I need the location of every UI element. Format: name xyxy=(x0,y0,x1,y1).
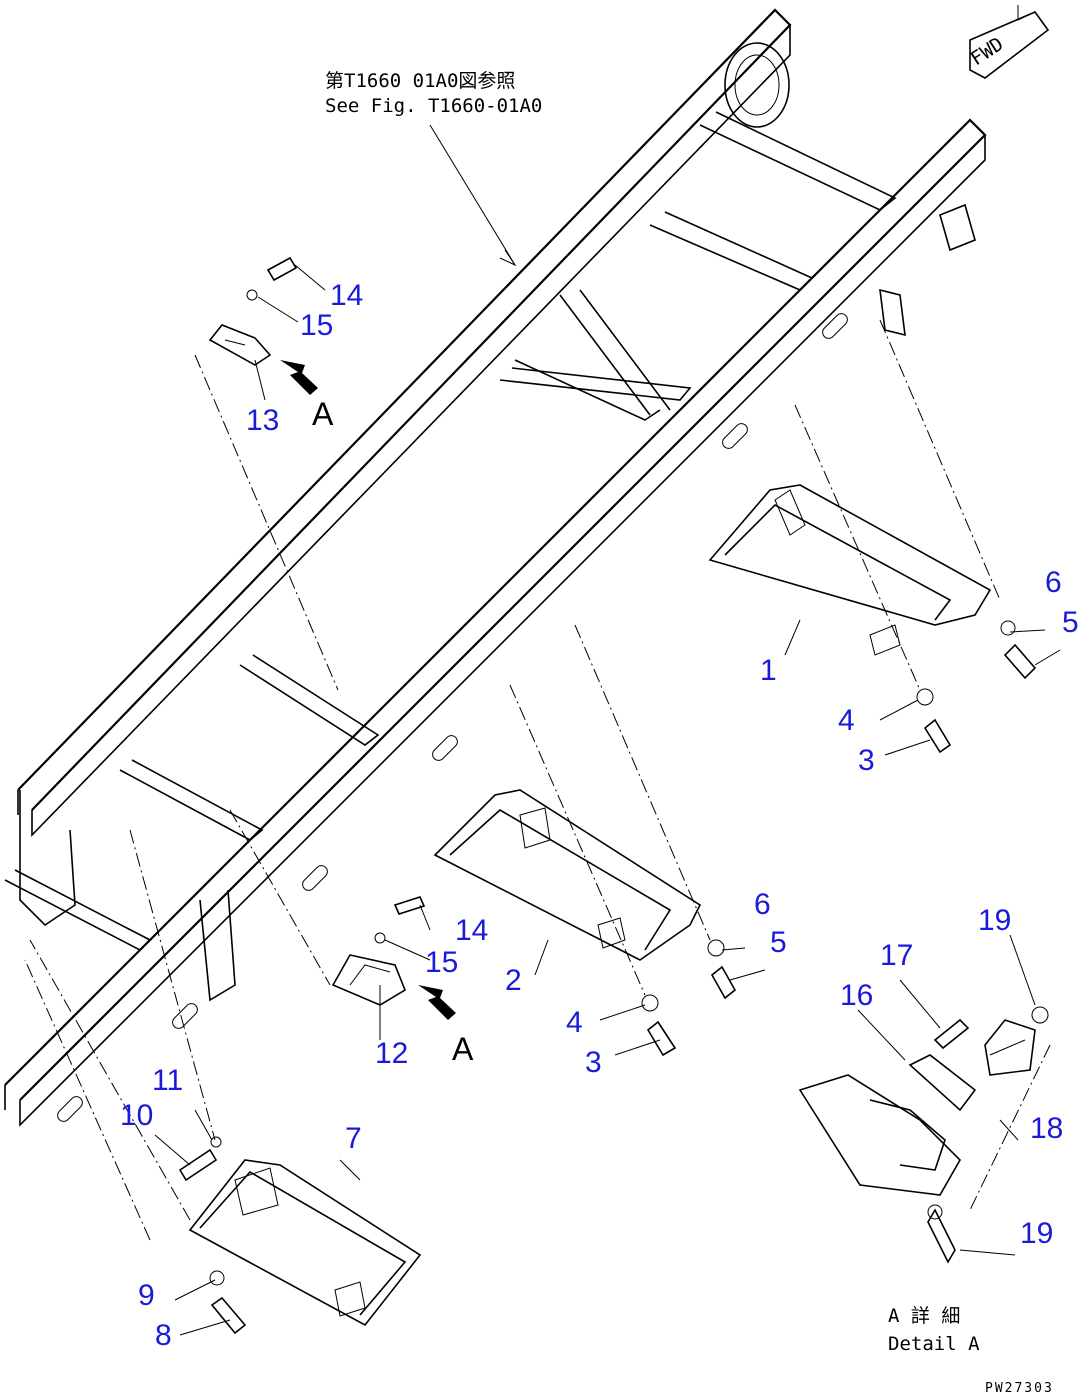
washer-6b xyxy=(707,939,725,957)
detail-a-assembly xyxy=(798,1006,1049,1264)
callout-18: 18 xyxy=(1030,1112,1063,1145)
reference-note-jp: 第T1660 01A0図参照 xyxy=(325,70,515,92)
bolt-10 xyxy=(178,1148,218,1182)
drawing-code: PW27303 xyxy=(985,1381,1054,1395)
callout-5: 5 xyxy=(1062,606,1079,639)
callout-2: 2 xyxy=(505,964,522,997)
step-1 xyxy=(708,484,992,656)
leader-lines xyxy=(154,124,1061,1336)
callout-6: 6 xyxy=(1045,566,1062,599)
view-arrow-a-lower xyxy=(418,985,456,1020)
callout-17: 17 xyxy=(880,939,913,972)
view-letter-a-upper: A xyxy=(312,396,334,432)
bolt-3b xyxy=(646,1020,677,1057)
callout-numbers: 1 2 3 3 4 4 5 5 6 6 7 8 9 10 11 12 13 14… xyxy=(120,279,1079,1352)
chassis-frame xyxy=(4,8,987,1127)
bolt-14a xyxy=(266,256,298,282)
callout-14: 14 xyxy=(455,914,488,947)
callout-10: 10 xyxy=(120,1099,153,1132)
callout-8: 8 xyxy=(155,1319,172,1352)
washer-4b xyxy=(641,994,659,1012)
alignment-lines xyxy=(24,319,1051,1241)
callout-9: 9 xyxy=(138,1279,155,1312)
detail-a-caption-jp: A 詳 細 xyxy=(888,1305,960,1327)
reference-note-en: See Fig. T1660-01A0 xyxy=(325,95,542,117)
washer-15b xyxy=(374,932,386,944)
bolt-14b xyxy=(393,896,426,915)
step-7 xyxy=(188,1159,422,1327)
callout-19: 19 xyxy=(1020,1217,1053,1250)
bolt-5b xyxy=(710,965,737,1000)
view-arrow-a-upper xyxy=(280,360,318,395)
callout-3: 3 xyxy=(585,1046,602,1079)
view-letter-a-lower: A xyxy=(452,1031,474,1067)
washer-4a xyxy=(916,688,934,706)
callout-5: 5 xyxy=(770,926,787,959)
bolt-3a xyxy=(923,718,952,754)
callout-15: 15 xyxy=(300,309,333,342)
callout-14: 14 xyxy=(330,279,363,312)
washer-6a xyxy=(1000,620,1016,636)
fwd-marker: FWD xyxy=(967,5,1050,79)
callout-19: 19 xyxy=(978,904,1011,937)
washer-11 xyxy=(210,1136,222,1148)
callout-4: 4 xyxy=(838,704,855,737)
washer-15a xyxy=(246,289,258,301)
callout-13: 13 xyxy=(246,404,279,437)
callout-6: 6 xyxy=(754,888,771,921)
callout-12: 12 xyxy=(375,1037,408,1070)
bolt-5a xyxy=(1003,643,1037,680)
callout-1: 1 xyxy=(760,654,777,687)
callout-7: 7 xyxy=(345,1122,362,1155)
detail-a-caption-en: Detail A xyxy=(888,1333,980,1355)
washer-9 xyxy=(209,1270,225,1286)
callout-11: 11 xyxy=(152,1064,183,1097)
callout-16: 16 xyxy=(840,979,873,1012)
fasteners xyxy=(178,256,1037,1335)
callout-3: 3 xyxy=(858,744,875,777)
bracket-13 xyxy=(208,324,272,366)
bracket-12 xyxy=(331,954,406,1006)
callout-4: 4 xyxy=(566,1006,583,1039)
bolt-8 xyxy=(210,1296,247,1335)
step-2 xyxy=(433,789,702,961)
callout-15: 15 xyxy=(425,946,458,979)
